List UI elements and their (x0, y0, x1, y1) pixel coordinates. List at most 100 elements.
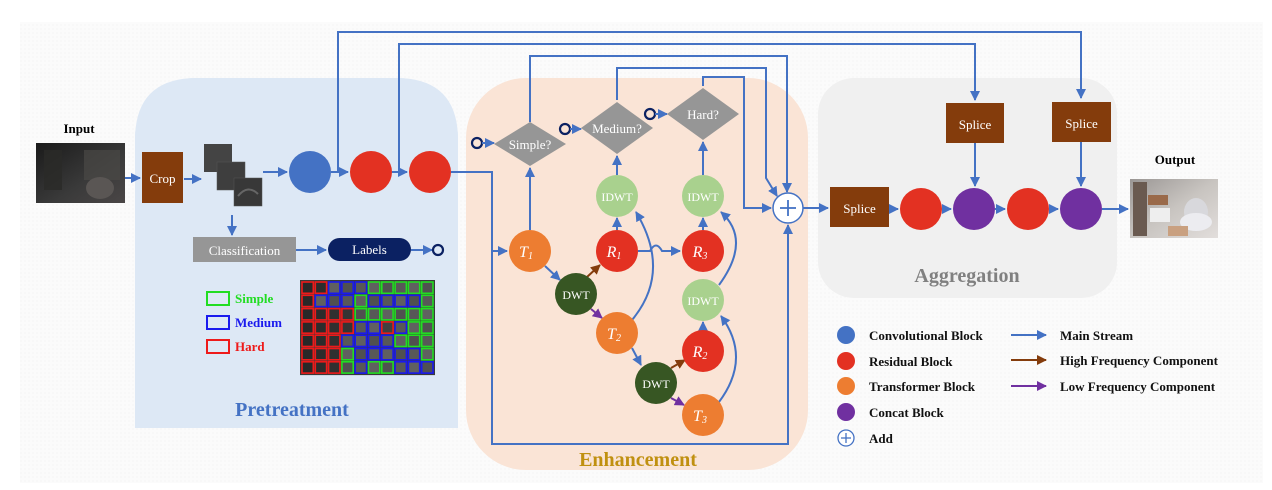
dwt-block-2: DWT (635, 362, 677, 404)
grid-patch-simple (354, 307, 368, 321)
grid-patch-simple (407, 334, 421, 348)
grid-patch-medium (354, 347, 368, 361)
agg-concat-block-1 (953, 188, 995, 230)
grid-patch-medium (367, 294, 381, 308)
labels-connector-icon (431, 243, 445, 257)
medium-swatch-icon (206, 315, 230, 330)
legend-residual-label: Residual Block (869, 354, 953, 369)
arrow-r1-to-r3 (638, 244, 681, 256)
decision-hard: Hard? (667, 88, 739, 140)
labels-label: Labels (352, 242, 387, 257)
simple-to-add-line (529, 55, 792, 193)
arrow-legend: Main Stream High Frequency Component Low… (1011, 328, 1219, 394)
grid-patch-medium (380, 294, 394, 308)
grid-patch-simple (394, 334, 408, 348)
grid-patch-medium (407, 360, 421, 374)
grid-patch-medium (420, 360, 434, 374)
grid-patch-medium (367, 321, 381, 334)
legend-hard-label: Hard (235, 339, 265, 354)
r1-subscript: 1 (616, 251, 621, 262)
r3-letter: R (692, 244, 703, 261)
grid-patch-medium (367, 347, 381, 361)
grid-patch-medium (314, 294, 328, 308)
idwt-block-3: IDWT (682, 279, 724, 321)
arrow-t3-to-idwt3 (718, 315, 737, 403)
idwt-1-label: IDWT (601, 190, 633, 204)
difficulty-legend: Simple Medium Hard (206, 291, 282, 354)
grid-patch-hard (301, 281, 315, 295)
aggregation-panel (818, 78, 1117, 298)
output-label: Output (1155, 152, 1196, 167)
grid-patch-hard (314, 334, 328, 348)
grid-patch-medium (354, 321, 368, 334)
grid-patch-simple (380, 307, 394, 321)
main-stream-bypass-line (451, 171, 793, 445)
arrow-dwt1-to-t2 (590, 308, 603, 319)
grid-patch-medium (327, 294, 341, 308)
grid-patch-medium (380, 334, 394, 348)
arrow-dwt1-to-r1 (586, 264, 601, 278)
grid-patch-hard (314, 347, 328, 361)
grid-patch-simple (420, 321, 434, 334)
classification-label: Classification (209, 243, 281, 258)
grid-patch-simple (380, 360, 394, 374)
legend-add-icon (837, 429, 855, 447)
input-image (36, 143, 125, 203)
crop-block (142, 152, 183, 203)
idwt-block-2: IDWT (682, 175, 724, 217)
decision-medium-label: Medium? (592, 121, 642, 136)
grid-patch-medium (341, 334, 354, 348)
grid-patch-medium (394, 347, 408, 361)
grid-patch-simple (367, 281, 381, 295)
grid-patch-medium (354, 281, 368, 295)
transformer-block-t3: T3 (682, 394, 724, 436)
grid-patch-medium (341, 294, 354, 308)
grid-patch-hard (301, 334, 315, 348)
grid-patch-simple (420, 347, 434, 361)
splice-3-label: Splice (1065, 116, 1098, 131)
grid-patch-medium (380, 347, 394, 361)
svg-text:T3: T3 (693, 408, 707, 426)
r2-letter: R (692, 344, 703, 361)
grid-patch-hard (327, 347, 341, 361)
grid-patch-medium (407, 347, 421, 361)
grid-patch-hard (327, 321, 341, 334)
t1-subscript: 1 (528, 251, 533, 262)
grid-patch-simple (407, 321, 421, 334)
splice-block-1 (830, 187, 889, 227)
agg-concat-block-2 (1060, 188, 1102, 230)
svg-text:R3: R3 (692, 244, 708, 262)
grid-patch-medium (354, 360, 368, 374)
enhancement-title: Enhancement (579, 449, 697, 471)
grid-patch-hard (380, 321, 394, 334)
r2-subscript: 2 (702, 351, 707, 362)
r3-subscript: 3 (701, 251, 707, 262)
grid-patch-hard (314, 307, 328, 321)
idwt-3-label: IDWT (687, 294, 719, 308)
legend-high-freq-label: High Frequency Component (1060, 353, 1219, 368)
grid-patch-medium (394, 321, 408, 334)
grid-patch-medium (354, 334, 368, 348)
enhancement-panel (466, 78, 808, 470)
idwt-block-1: IDWT (596, 175, 638, 217)
hard-to-add-line (702, 76, 772, 213)
splice-2-label: Splice (959, 117, 992, 132)
legend-concat-icon (837, 403, 855, 421)
classified-patch-grid (300, 280, 435, 376)
grid-patch-hard (314, 321, 328, 334)
residual-block-2 (409, 151, 451, 193)
aggregation-title: Aggregation (914, 265, 1019, 287)
legend-conv-label: Convolutional Block (869, 328, 984, 343)
arrow-dwt2-to-t3 (670, 396, 685, 406)
grid-patch-simple (367, 307, 381, 321)
legend-conv-icon (837, 326, 855, 344)
grid-patch-simple (354, 294, 368, 308)
grid-patch-medium (394, 294, 408, 308)
arrow-t2-to-dwt2 (631, 347, 642, 366)
agg-residual-block-1 (900, 188, 942, 230)
output-image (1130, 179, 1218, 238)
grid-patch-hard (301, 307, 315, 321)
idwt-2-label: IDWT (687, 190, 719, 204)
splice-block-3 (1052, 102, 1111, 142)
arrow-t2-to-idwt1 (631, 211, 654, 321)
